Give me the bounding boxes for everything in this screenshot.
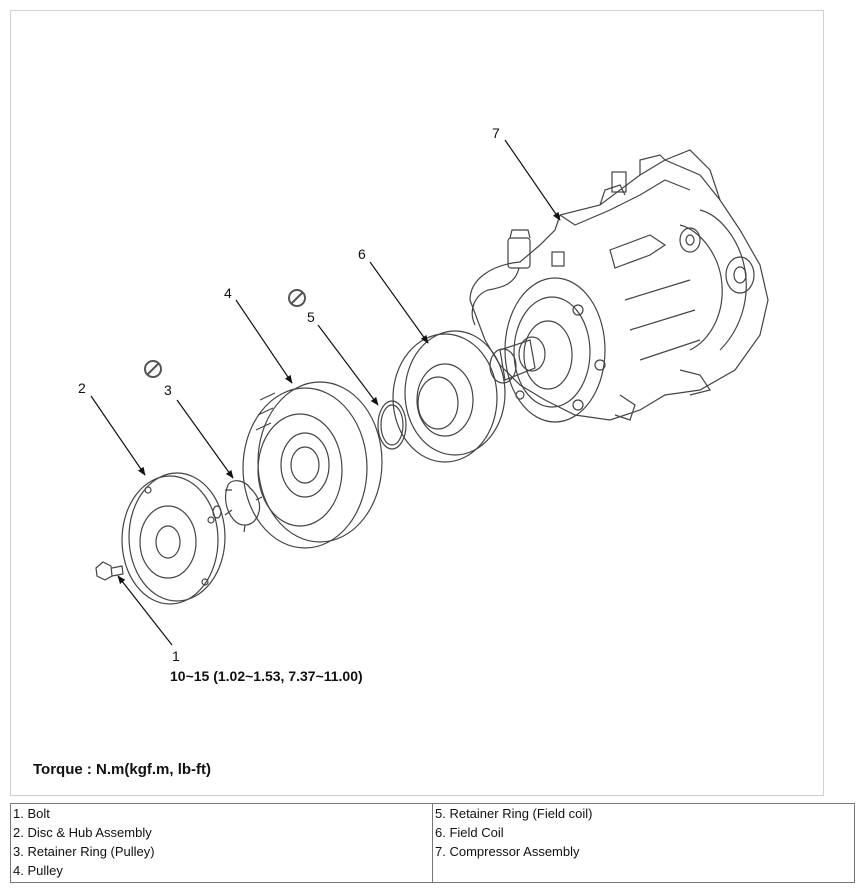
callout-6: 6 — [358, 246, 366, 262]
bolt — [95, 561, 124, 581]
leader-line-6 — [369, 261, 429, 344]
leader-line-5 — [317, 324, 379, 406]
parts-legend-table: 1. Bolt 2. Disc & Hub Assembly 3. Retain… — [10, 803, 855, 883]
field-coil — [392, 330, 506, 463]
legend-item: 4. Pulley — [13, 863, 63, 878]
callout-3: 3 — [164, 382, 172, 398]
disc-hub-assembly — [121, 472, 226, 605]
legend-item: 2. Disc & Hub Assembly — [13, 825, 152, 840]
legend-item: 1. Bolt — [13, 806, 50, 821]
legend-item: 6. Field Coil — [435, 825, 504, 840]
leader-lines — [90, 139, 561, 646]
exploded-view-drawing: 1 2 3 4 5 6 7 — [78, 125, 769, 664]
callout-5: 5 — [307, 309, 315, 325]
legend-item: 5. Retainer Ring (Field coil) — [435, 806, 593, 821]
leader-line-3 — [176, 399, 234, 479]
retainer-ring-field-coil — [377, 400, 407, 450]
leader-line-2 — [90, 395, 146, 476]
legend-item: 7. Compressor Assembly — [435, 844, 580, 859]
leader-line-7 — [504, 139, 561, 221]
leader-line-4 — [235, 299, 293, 384]
callout-7: 7 — [492, 125, 500, 141]
legend-column-right: 5. Retainer Ring (Field coil) 6. Field C… — [432, 803, 855, 883]
callout-2: 2 — [78, 380, 86, 396]
legend-column-left: 1. Bolt 2. Disc & Hub Assembly 3. Retain… — [10, 803, 433, 883]
no-reuse-icon — [144, 360, 162, 378]
pulley — [242, 381, 383, 549]
torque-unit-note: Torque : N.m(kgf.m, lb-ft) — [33, 761, 212, 778]
legend-item: 3. Retainer Ring (Pulley) — [13, 844, 155, 859]
callout-1: 1 — [172, 648, 180, 664]
torque-spec-bolt: 10~15 (1.02~1.53, 7.37~11.00) — [170, 668, 363, 684]
retainer-ring-pulley — [212, 480, 263, 533]
no-reuse-icon — [288, 289, 306, 307]
leader-line-1 — [117, 575, 173, 646]
callout-4: 4 — [224, 285, 232, 301]
compressor-assembly — [469, 149, 769, 423]
